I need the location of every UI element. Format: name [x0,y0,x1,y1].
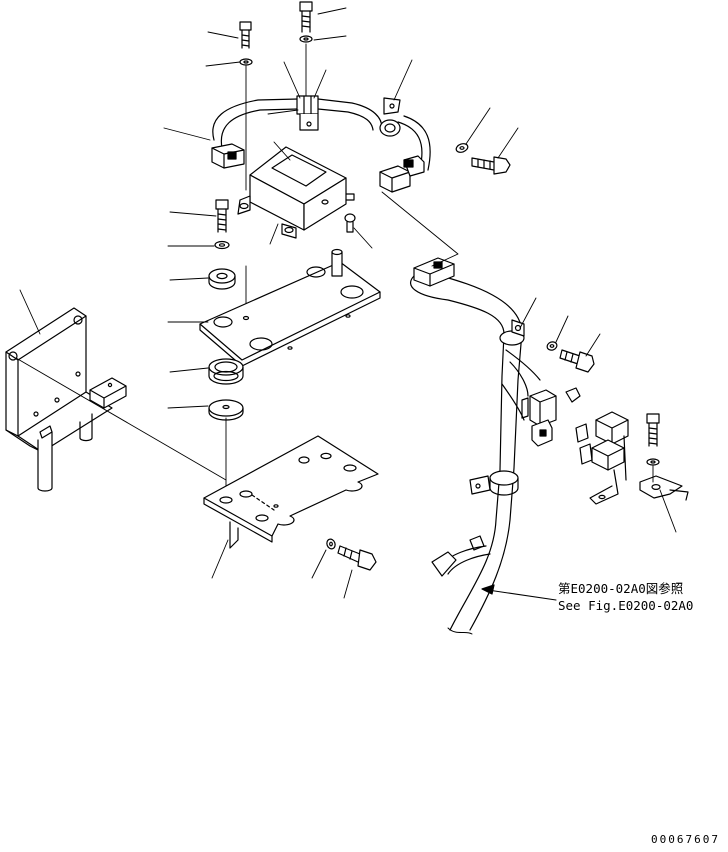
harness-clamp-bottom [469,470,519,496]
reference-arrow [481,584,557,601]
flat-washer-large [208,399,244,421]
callout-leaders [19,7,677,599]
bolt-lower [337,545,377,571]
bracket-plate-lower [203,435,379,549]
harness-grommet [379,97,401,137]
clip-far-right [639,475,689,501]
bolt-left-mid [215,199,229,233]
reference-note: 第E0200-02A0図参照 See Fig.E0200-02A0 [558,580,693,614]
bolt-top [299,1,313,33]
washer-top [299,35,313,43]
grommet-large [208,358,244,385]
washer-left-top [239,58,253,66]
grommet-small [208,268,236,290]
bolt-harness [559,349,595,373]
bracket-plate-upper [199,248,381,367]
l-bracket [5,307,127,492]
harness-branch-bottom [431,535,491,577]
washer-lower [326,538,336,550]
screw-relay [344,213,356,233]
washer-harness [546,341,558,351]
connector-left [211,143,245,169]
washer-far-right [646,458,660,466]
reference-note-en: See Fig.E0200-02A0 [558,598,694,613]
relay-socket [575,411,629,505]
connector-lower-top [413,257,455,287]
wire-harness-lower [410,269,541,631]
harness-clamp-lower [499,319,525,346]
relay-box [237,146,355,239]
connector-right [379,155,425,193]
harness-clamp-top [296,95,319,131]
connector-branch [521,387,581,447]
bolt-left-top [239,21,252,49]
washer-left-mid [214,240,230,250]
bolt-right-upper [471,156,511,175]
bolt-far-right [646,413,660,447]
drawing-number: 00067607 [651,833,720,846]
washer-right-upper [455,143,469,153]
reference-note-ja: 第E0200-02A0図参照 [558,581,684,596]
